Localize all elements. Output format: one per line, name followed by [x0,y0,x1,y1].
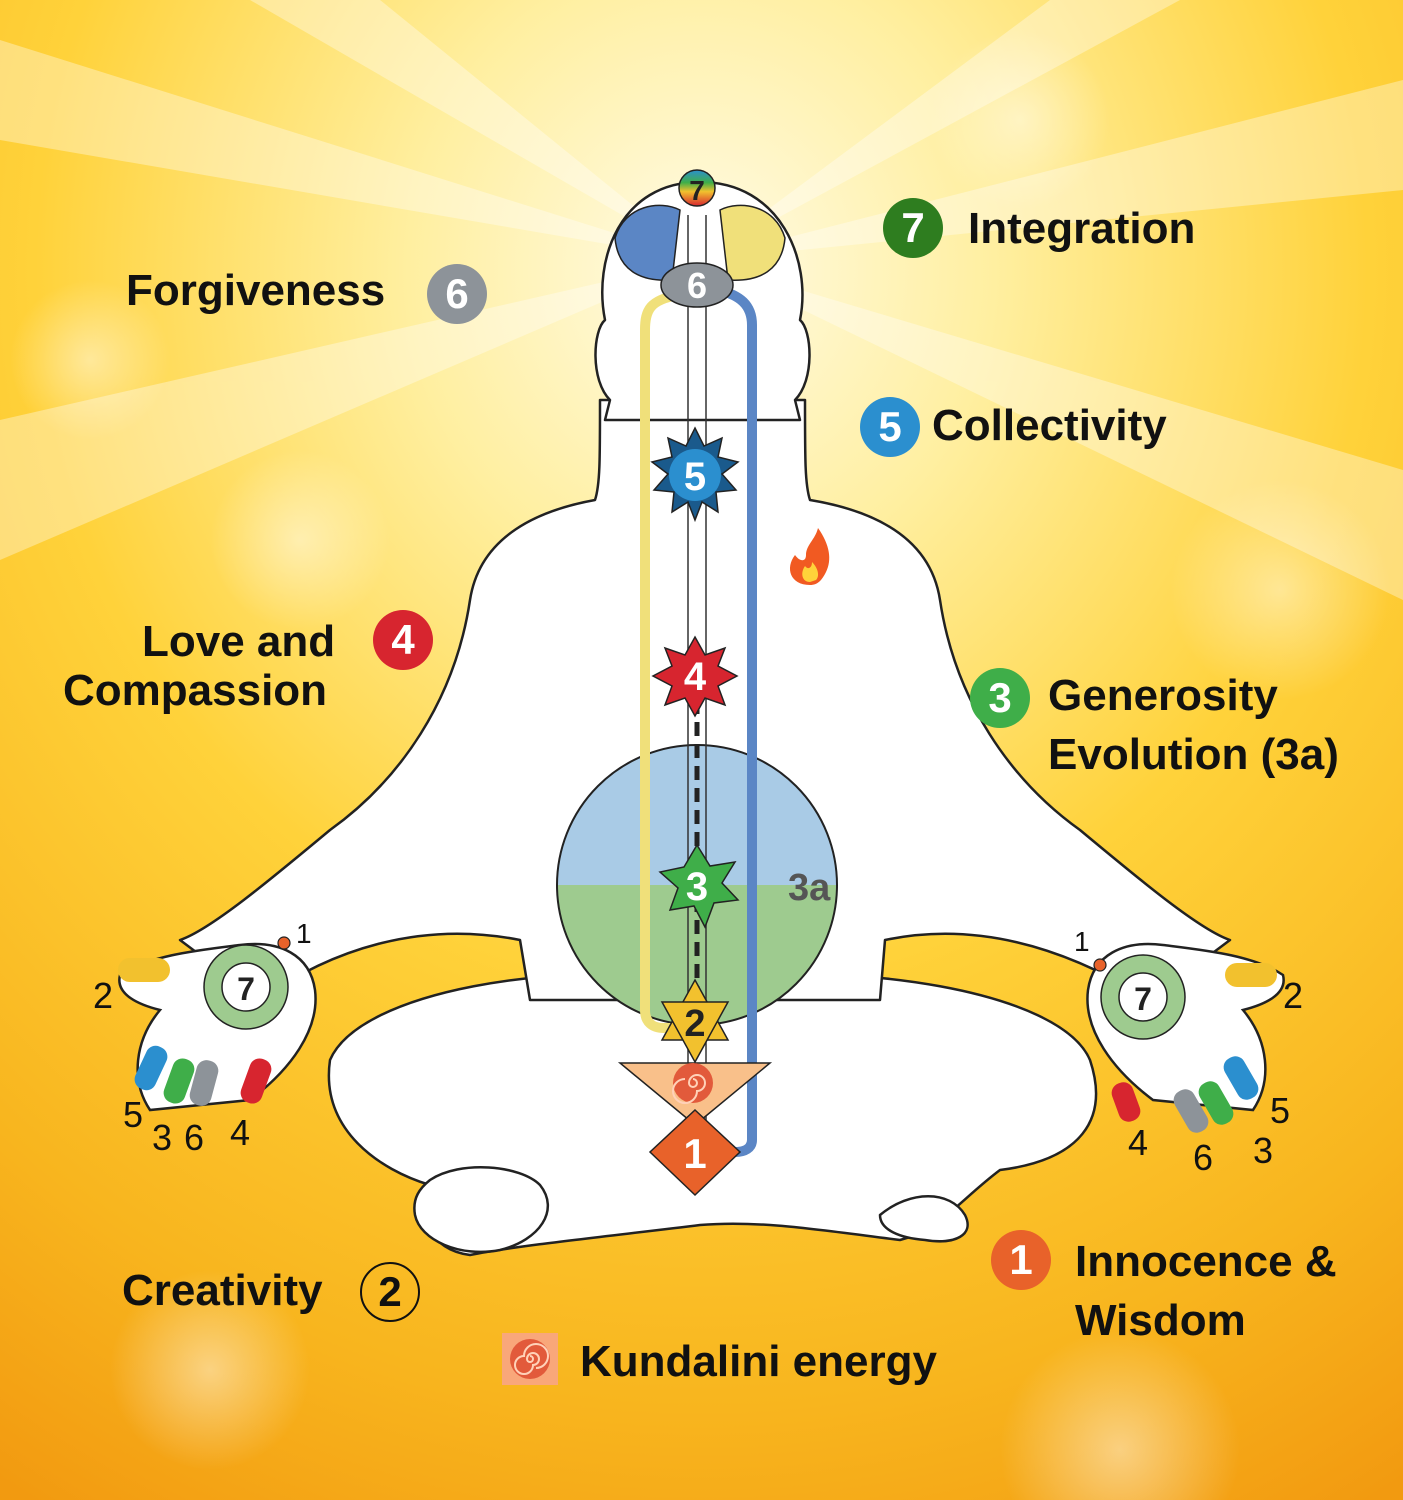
left-crown-band [614,204,681,281]
chakra-4-symbol: 4 [651,635,739,718]
chakra-2-number: 2 [684,1003,705,1045]
generosity-label-line2: Evolution (3a) [1048,730,1339,779]
left-finger-5-number: 5 [123,1094,144,1135]
right-crown-band [719,204,786,281]
chakra-1-number: 1 [683,1130,706,1177]
forgiveness-badge: 6 [427,264,487,324]
chakra-6-number: 6 [687,265,707,306]
left-finger-4-number: 4 [230,1112,251,1153]
chakra-5-symbol: 5 [650,426,740,523]
integration-badge: 7 [883,198,943,258]
chakra-4-number: 4 [684,655,707,699]
generosity-label-line1: Generosity [1048,671,1278,720]
innocence-badge: 1 [991,1230,1051,1290]
chakra-7-symbol: 7 [678,169,716,207]
chakra-7-number: 7 [689,175,705,206]
flame-icon [790,528,830,585]
left-index-number: 2 [93,975,114,1016]
right-palm-number: 7 [1134,981,1152,1017]
creativity-label: Creativity [122,1266,323,1315]
love-label-line1: Love and [142,617,336,666]
love-badge: 4 [373,610,433,670]
right-finger-4-number: 4 [1128,1122,1149,1163]
innocence-label-line1: Innocence & [1075,1237,1337,1286]
right-index-number: 2 [1283,975,1304,1016]
left-palm-number: 7 [237,971,255,1007]
left-finger-3-number: 3 [152,1117,173,1158]
left-hand: 7 [118,936,317,1112]
right-finger-5-number: 5 [1270,1090,1291,1131]
void-3a-label: 3a [788,867,831,909]
right-thumb-number: 1 [1074,926,1090,957]
right-finger-6-number: 6 [1193,1137,1214,1178]
kundalini-spiral-figure [672,1063,713,1104]
collectivity-badge: 5 [860,397,920,457]
love-label-line2: Compassion [63,666,328,715]
integration-label: Integration [968,204,1196,253]
right-hand: 7 [1086,942,1285,1133]
generosity-badge: 3 [970,668,1030,728]
left-finger-6-number: 6 [184,1117,205,1158]
right-channel [705,285,757,1157]
creativity-badge: 2 [360,1262,420,1322]
kundalini-label: Kundalini energy [580,1337,937,1386]
innocence-label-line2: Wisdom [1075,1296,1246,1345]
left-thumb-number: 1 [296,918,312,949]
left-channel [640,290,700,1033]
forgiveness-label: Forgiveness [126,266,386,315]
chakra-3-number: 3 [686,865,708,909]
right-finger-3-number: 3 [1253,1130,1274,1171]
chakra-5-number: 5 [684,455,706,499]
chakra-2-symbol: 2 [660,978,730,1064]
chakra-3-symbol: 3 [658,843,740,929]
chakra-1-symbol: 1 [648,1108,742,1197]
chakra-6-symbol: 6 [660,262,734,308]
collectivity-label: Collectivity [932,401,1167,450]
spiral-icon [502,1333,558,1385]
